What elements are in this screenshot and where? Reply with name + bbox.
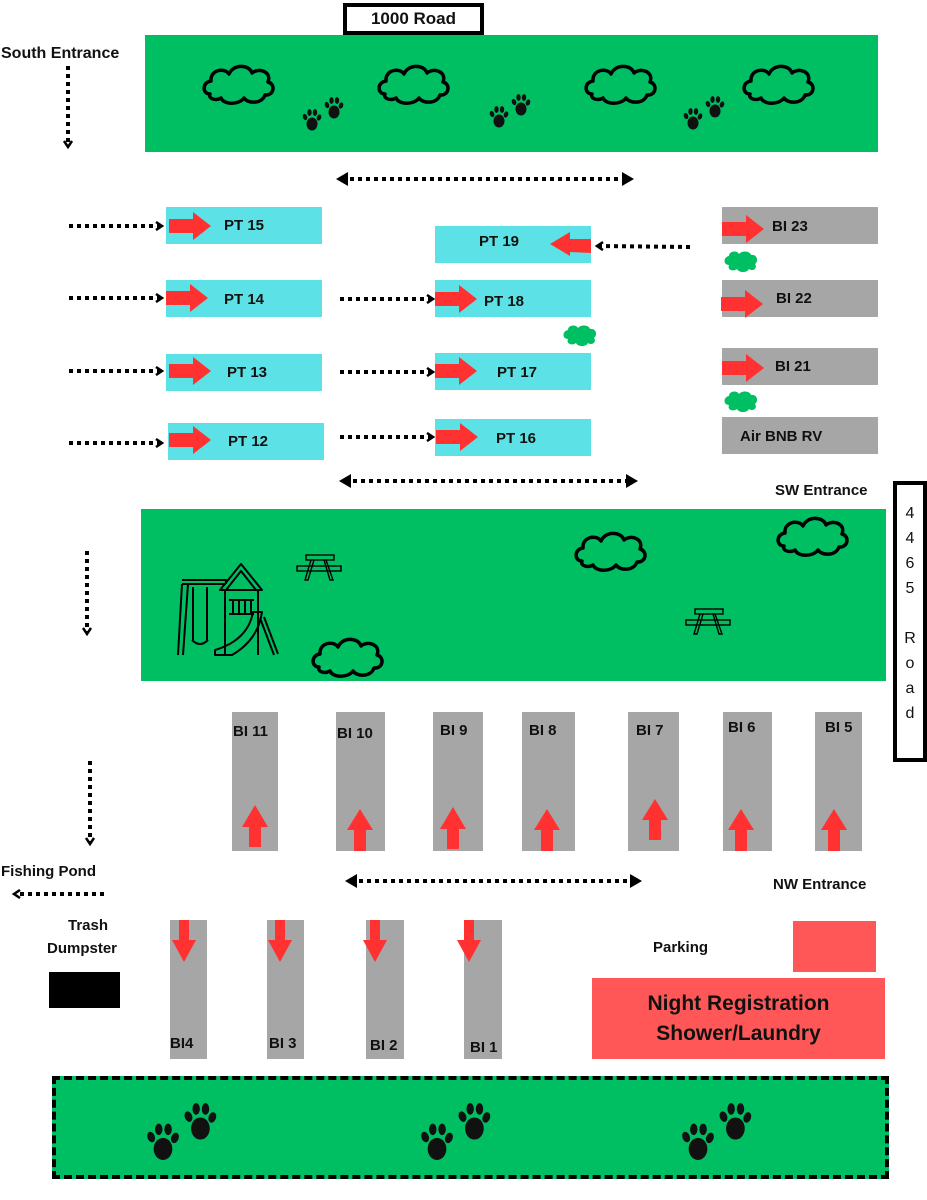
east-road-char: 6 (905, 555, 915, 572)
site-bi-5-label: BI 5 (825, 719, 853, 736)
direction-arrow-icon (169, 212, 211, 240)
site-bi-3-label: BI 3 (269, 1035, 297, 1052)
playground-icon (177, 563, 279, 656)
central-green-space (141, 509, 886, 681)
direction-arrow-icon (172, 920, 196, 962)
direction-arrow-icon (436, 423, 478, 451)
direction-arrow-icon (821, 809, 847, 851)
site-bi-4-label: BI4 (170, 1035, 194, 1052)
direction-arrow-icon (169, 357, 211, 385)
site-bi-1-label: BI 1 (470, 1039, 498, 1056)
direction-arrow-icon (550, 232, 591, 256)
site-airbnb-rv-label: Air BNB RV (740, 428, 823, 445)
direction-arrow-icon (722, 354, 764, 382)
trash-dumpster (49, 972, 120, 1008)
east-road-char: d (905, 705, 915, 722)
parking-area[interactable] (793, 921, 876, 972)
south-entrance-label: South Entrance (1, 45, 120, 62)
office-label-line1: Night Registration (647, 991, 830, 1015)
site-pt-13-label: PT 13 (227, 364, 268, 381)
office-building[interactable]: Night Registration Shower/Laundry (592, 978, 885, 1059)
direction-arrow-icon (166, 284, 208, 312)
paw-print-icon (146, 1103, 218, 1160)
central-green-decor (177, 516, 849, 678)
sw-entrance-label: SW Entrance (775, 482, 868, 499)
site-bi-7-label: BI 7 (636, 722, 664, 739)
office-label-line2: Shower/Laundry (656, 1021, 821, 1045)
east-road-sign: 4 4 6 5 R o a d (893, 481, 927, 762)
site-bi-21-label: BI 21 (775, 358, 811, 375)
direction-arrow-icon (347, 809, 373, 851)
east-road-char: 4 (905, 530, 915, 547)
site-pt-14-label: PT 14 (224, 291, 265, 308)
direction-arrow-icon (534, 809, 560, 851)
direction-arrow-icon (440, 807, 466, 849)
site-bi-23-label: BI 23 (772, 218, 808, 235)
site-pt-12-label: PT 12 (228, 433, 269, 450)
paw-print-icon (681, 1103, 753, 1160)
paw-print-icon (420, 1103, 492, 1160)
site-pt-15-label: PT 15 (224, 217, 265, 234)
direction-arrow-icon (728, 809, 754, 851)
north-road-sign: 1000 Road (343, 3, 484, 35)
direction-arrow-icon (169, 426, 211, 454)
parking-label: Parking (653, 939, 709, 956)
nw-entrance-label: NW Entrance (773, 876, 867, 893)
site-direction-arrows-upper (166, 212, 764, 454)
site-bi-6-label: BI 6 (728, 719, 756, 736)
site-bi-9-label: BI 9 (440, 722, 468, 739)
direction-arrow-icon (435, 285, 477, 313)
direction-arrow-icon (268, 920, 292, 962)
east-road-char: 5 (905, 580, 915, 597)
site-bi-8-label: BI 8 (529, 722, 557, 739)
east-road-char: R (904, 630, 916, 647)
direction-arrow-icon (363, 920, 387, 962)
east-road-char: a (905, 680, 915, 697)
site-bi-11-label: BI 11 (233, 723, 269, 740)
site-pt-19-label: PT 19 (479, 233, 520, 250)
trash-label-line2: Dumpster (47, 940, 118, 957)
direction-arrow-icon (642, 799, 668, 840)
site-pt-16-label: PT 16 (496, 430, 537, 447)
east-road-char: o (905, 655, 915, 672)
site-bi-2-label: BI 2 (370, 1037, 398, 1054)
trash-label-line1: Trash (68, 917, 109, 934)
site-bi-22-label: BI 22 (776, 290, 812, 307)
direction-arrow-icon (721, 290, 763, 318)
direction-arrow-icon (242, 805, 268, 847)
dog-park-decor (0, 1060, 927, 1200)
fishing-pond-label: Fishing Pond (1, 863, 96, 880)
north-road-label: 1000 Road (370, 9, 457, 28)
direction-arrow-icon (722, 215, 764, 243)
east-road-char: 4 (905, 505, 915, 522)
site-pt-18-label: PT 18 (484, 293, 525, 310)
site-bi-10-label: BI 10 (337, 725, 373, 742)
direction-arrow-icon (435, 357, 477, 385)
site-airbnb-rv[interactable] (722, 417, 878, 454)
direction-arrow-icon (457, 920, 481, 962)
site-pt-17-label: PT 17 (497, 364, 538, 381)
